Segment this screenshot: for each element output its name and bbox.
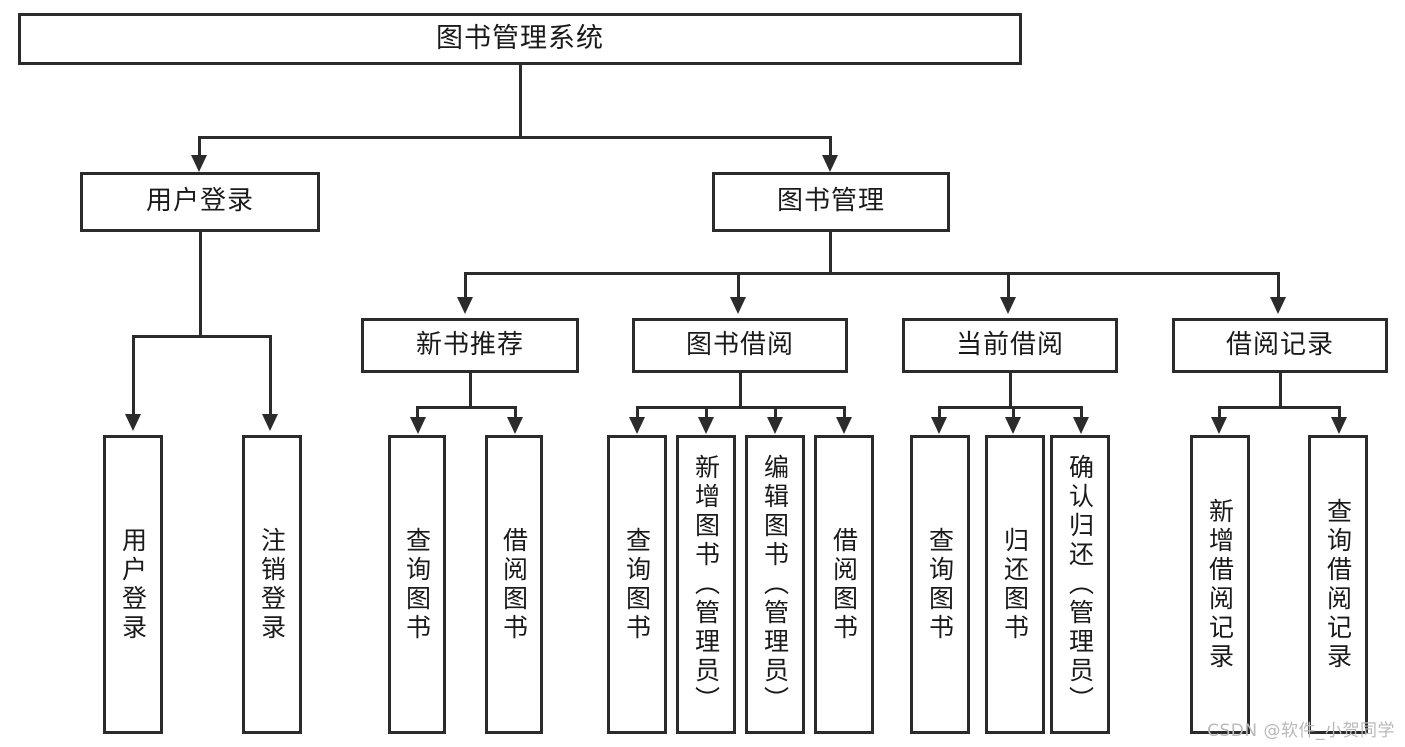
edge-book-borrow-bus xyxy=(636,406,846,409)
edge-current-borrow-bus xyxy=(938,406,1083,409)
arrowhead-leaf-confirm-return xyxy=(1073,417,1089,434)
node-borrow-records[interactable]: 借阅记录 xyxy=(1172,318,1388,373)
edge-new-book-rec-branch-1 xyxy=(416,406,419,418)
arrowhead-leaf-user-login xyxy=(125,414,141,431)
leaf-query-book-borrow[interactable]: 查询图书 xyxy=(607,435,667,734)
node-label: 新增图书（管理员） xyxy=(691,454,721,715)
arrowhead-current-borrow xyxy=(1000,297,1016,314)
arrowhead-leaf-query-book-2 xyxy=(629,417,645,434)
leaf-add-borrow-record[interactable]: 新增借阅记录 xyxy=(1190,435,1250,734)
node-label: 注销登录 xyxy=(257,526,287,643)
leaf-borrow-book[interactable]: 借阅图书 xyxy=(814,435,874,734)
node-user-login[interactable]: 用户登录 xyxy=(80,172,320,232)
node-current-borrowing[interactable]: 当前借阅 xyxy=(902,318,1118,373)
node-book-management[interactable]: 图书管理 xyxy=(712,172,950,232)
edge-book-borrow-branch-3 xyxy=(774,406,777,418)
edge-book-borrow-branch-4 xyxy=(843,406,846,418)
edge-user-login-branch-2 xyxy=(269,335,272,415)
edge-new-book-rec-branch-2 xyxy=(514,406,517,418)
node-root-book-management-system[interactable]: 图书管理系统 xyxy=(18,13,1022,65)
edge-book-mgmt-branch-2 xyxy=(737,272,740,298)
leaf-logout[interactable]: 注销登录 xyxy=(242,435,302,734)
arrowhead-leaf-add-book xyxy=(698,417,714,434)
edge-book-borrow-stem xyxy=(739,373,742,408)
node-label: 查询借阅记录 xyxy=(1323,497,1353,672)
node-label: 借阅图书 xyxy=(499,526,529,643)
leaf-query-book-newrec[interactable]: 查询图书 xyxy=(388,435,446,734)
edge-current-borrow-branch-3 xyxy=(1080,406,1083,418)
arrowhead-borrow-record xyxy=(1270,297,1286,314)
edge-borrow-record-branch-2 xyxy=(1338,406,1341,418)
edge-book-borrow-branch-1 xyxy=(636,406,639,418)
node-label: 新书推荐 xyxy=(415,329,524,360)
edge-root-stem xyxy=(519,65,522,138)
leaf-query-book-current[interactable]: 查询图书 xyxy=(910,435,970,734)
leaf-confirm-return-admin[interactable]: 确认归还（管理员） xyxy=(1050,435,1110,734)
node-new-book-recommendation[interactable]: 新书推荐 xyxy=(361,318,579,373)
leaf-add-book-admin[interactable]: 新增图书（管理员） xyxy=(676,435,736,734)
arrowhead-leaf-add-record xyxy=(1211,417,1227,434)
node-label: 图书管理系统 xyxy=(436,23,604,55)
arrowhead-leaf-query-record xyxy=(1331,417,1347,434)
edge-user-login-bus xyxy=(132,335,272,338)
edge-current-borrow-stem xyxy=(1009,373,1012,408)
edge-current-borrow-branch-1 xyxy=(938,406,941,418)
arrowhead-user-login xyxy=(191,155,207,172)
arrowhead-leaf-edit-book xyxy=(767,417,783,434)
node-label: 新增借阅记录 xyxy=(1205,497,1235,672)
leaf-user-login[interactable]: 用户登录 xyxy=(103,435,163,734)
edge-root-to-book-mgmt xyxy=(829,136,832,156)
node-label: 用户登录 xyxy=(118,526,148,643)
arrowhead-leaf-borrow-book-2 xyxy=(836,417,852,434)
edge-borrow-record-stem xyxy=(1279,373,1282,408)
node-label: 当前借阅 xyxy=(955,329,1064,360)
edge-book-mgmt-stem xyxy=(829,232,832,275)
edge-user-login-branch-1 xyxy=(132,335,135,415)
leaf-edit-book-admin[interactable]: 编辑图书（管理员） xyxy=(745,435,805,734)
arrowhead-book-mgmt xyxy=(822,155,838,172)
arrowhead-leaf-logout xyxy=(262,414,278,431)
leaf-query-borrow-record[interactable]: 查询借阅记录 xyxy=(1308,435,1368,734)
edge-root-to-user-login xyxy=(198,136,201,156)
node-label: 图书管理 xyxy=(776,186,885,217)
edge-borrow-record-branch-1 xyxy=(1218,406,1221,418)
arrowhead-book-borrow xyxy=(730,297,746,314)
arrowhead-new-book-rec xyxy=(457,297,473,314)
node-book-borrowing[interactable]: 图书借阅 xyxy=(632,318,848,373)
edge-new-book-rec-stem xyxy=(469,373,472,408)
edge-borrow-record-bus xyxy=(1218,406,1341,409)
node-label: 用户登录 xyxy=(145,186,254,217)
node-label: 查询图书 xyxy=(622,526,652,643)
edge-new-book-rec-bus xyxy=(416,406,517,409)
node-label: 编辑图书（管理员） xyxy=(760,454,790,715)
edge-book-mgmt-branch-1 xyxy=(464,272,467,298)
arrowhead-leaf-query-book-1 xyxy=(410,417,426,434)
arrowhead-leaf-return-book xyxy=(1005,417,1021,434)
edge-book-borrow-branch-2 xyxy=(705,406,708,418)
edge-root-bus xyxy=(198,136,832,139)
edge-book-mgmt-bus xyxy=(464,272,1280,275)
leaf-borrow-book-newrec[interactable]: 借阅图书 xyxy=(485,435,543,734)
edge-current-borrow-branch-2 xyxy=(1012,406,1015,418)
watermark-text: CSDN @软件_小贺同学 xyxy=(1207,721,1395,741)
edge-book-mgmt-branch-3 xyxy=(1007,272,1010,298)
arrowhead-leaf-borrow-book-1 xyxy=(507,417,523,434)
node-label: 查询图书 xyxy=(402,526,432,643)
node-label: 查询图书 xyxy=(925,526,955,643)
leaf-return-book[interactable]: 归还图书 xyxy=(985,435,1045,734)
node-label: 确认归还（管理员） xyxy=(1065,454,1095,715)
edge-book-mgmt-branch-4 xyxy=(1277,272,1280,298)
node-label: 归还图书 xyxy=(1000,526,1030,643)
arrowhead-leaf-query-book-3 xyxy=(931,417,947,434)
node-label: 借阅记录 xyxy=(1225,329,1334,360)
node-label: 借阅图书 xyxy=(829,526,859,643)
edge-user-login-stem xyxy=(199,232,202,337)
node-label: 图书借阅 xyxy=(685,329,794,360)
